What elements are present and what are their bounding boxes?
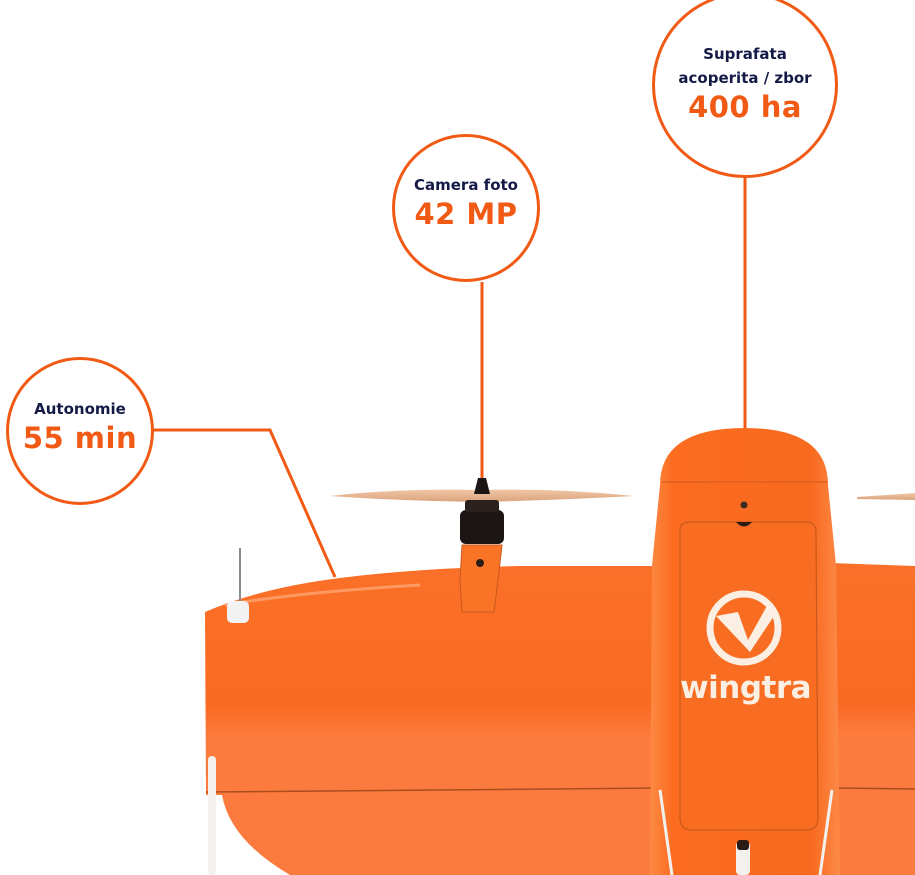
wingtra-logo-icon <box>706 590 782 666</box>
sensor-dot <box>740 501 748 509</box>
spec-label-line1: Suprafata <box>703 45 787 63</box>
autonomy-connector-line <box>153 428 337 578</box>
spec-value: 42 MP <box>414 197 518 231</box>
spec-label-line2: acoperita / zbor <box>678 69 812 87</box>
spec-value: 400 ha <box>688 90 802 124</box>
right-propeller-blade <box>857 493 915 500</box>
propeller-assembly <box>330 478 634 613</box>
antenna-mount <box>227 601 249 623</box>
right-wing <box>830 493 915 875</box>
spec-label: Camera foto <box>414 176 518 194</box>
connector-lines <box>153 178 747 578</box>
spec-label: Autonomie <box>34 400 126 418</box>
tail-mount <box>736 842 750 875</box>
spec-value: 55 min <box>22 421 138 455</box>
left-wing <box>205 548 665 875</box>
motor <box>460 510 504 544</box>
spec-badge-area: Suprafata acoperita / zbor 400 ha <box>652 0 838 178</box>
spec-badge-autonomy: Autonomie 55 min <box>6 357 154 505</box>
propeller-blade <box>330 489 634 502</box>
landing-skid-left <box>208 756 216 875</box>
propeller-hub <box>474 478 490 494</box>
hatch <box>679 521 819 831</box>
spec-badge-camera: Camera foto 42 MP <box>392 134 540 282</box>
fuselage <box>650 428 840 875</box>
brand-wordmark: wingtra <box>680 670 812 706</box>
motor-mount <box>459 544 503 613</box>
